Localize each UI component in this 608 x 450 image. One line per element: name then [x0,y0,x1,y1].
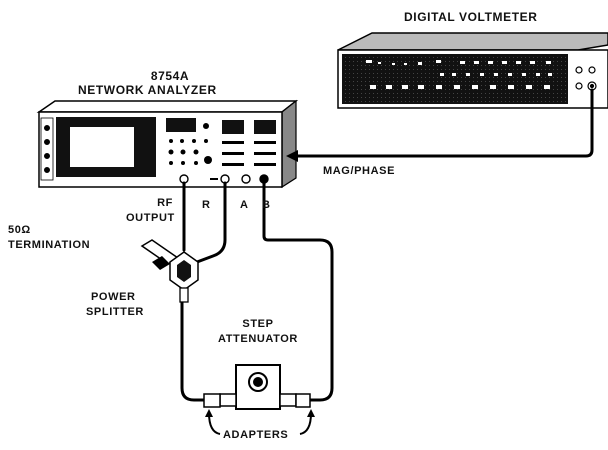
digital-voltmeter [337,32,608,109]
model-number-label: 8754A [150,69,190,83]
adapters-label: ADAPTERS [222,428,290,442]
port-r-label: R [202,199,211,211]
r-port-cable [195,181,227,264]
analyzer-crt-screen [70,127,134,167]
power-label: POWER [91,291,136,303]
analyzer-left-knobs [44,125,50,173]
port-b-label: B [262,199,271,211]
cables [180,88,594,402]
adapters [203,393,311,408]
analyzer-display-1 [166,118,196,132]
power-splitter [169,251,199,303]
b-port-cable [262,181,334,402]
output-label: OUTPUT [126,212,175,224]
analyzer-display-2 [222,120,244,134]
analyzer-ports [179,174,269,184]
rf-label: RF [157,197,173,209]
termination [140,239,180,270]
splitter-to-attenuator-cable [180,300,208,402]
voltmeter-front-panel-keys [366,60,552,89]
step-attenuator [219,364,297,410]
port-a-label: A [240,199,249,211]
mag-phase-label: MAG/PHASE [323,165,396,177]
network-analyzer-label: NETWORK ANALYZER [78,83,217,97]
attenuator-label: ATTENUATOR [218,333,298,345]
analyzer-control-buttons [168,123,276,166]
mag-phase-cable [288,88,594,158]
digital-voltmeter-label: DIGITAL VOLTMETER [404,10,538,24]
analyzer-display-3 [254,120,276,134]
termination-label: TERMINATION [8,239,91,251]
splitter-label: SPLITTER [86,306,144,318]
network-analyzer [36,99,299,189]
ohm-50-label: 50Ω [8,224,31,236]
step-label: STEP [242,318,274,330]
mag-phase-arrow [286,150,298,162]
